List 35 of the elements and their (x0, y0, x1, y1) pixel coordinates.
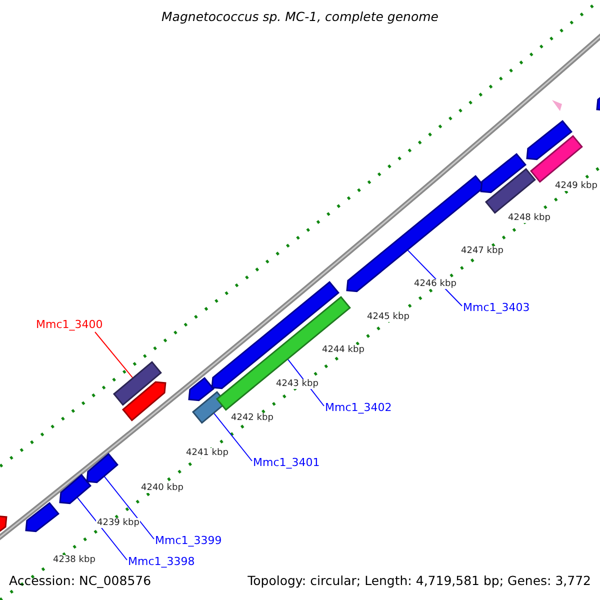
gene-block (25, 502, 60, 532)
leader-line (103, 475, 154, 540)
gene-block (86, 452, 118, 483)
scale-label: 4240 kbp (140, 483, 184, 493)
footer-text: Accession: NC_008576 (9, 573, 152, 588)
scale-label: 4242 kbp (230, 413, 274, 423)
scale-label: 4243 kbp (275, 379, 320, 389)
scale-label: 4244 kbp (321, 345, 366, 355)
gene-block (530, 134, 582, 182)
scale-label: 4247 kbp (460, 246, 504, 256)
scale-label: 4249 kbp (554, 181, 598, 191)
gene-block (480, 152, 526, 193)
gene-label: Mmc1_3401 (253, 456, 320, 469)
scale-label: 4246 kbp (413, 279, 458, 289)
gene-block (122, 381, 166, 422)
gene-label: Mmc1_3403 (463, 301, 530, 314)
gene-label: Mmc1_3402 (325, 401, 392, 414)
title: Magnetococcus sp. MC-1, complete genome (160, 9, 440, 24)
leader-line (76, 496, 128, 560)
scale-label: 4241 kbp (185, 448, 230, 458)
gene-block (188, 376, 214, 401)
scale-label: 4248 kbp (507, 213, 552, 223)
scale-label: 4238 kbp (52, 555, 96, 565)
scale-label: 4245 kbp (366, 312, 410, 322)
gene-block (484, 168, 536, 214)
gene-label: Mmc1_3400 (36, 318, 103, 331)
leader-line (212, 412, 252, 462)
footer-text: Topology: circular; Length: 4,719,581 bp; Genes: 3,772 (248, 573, 591, 588)
leader-line (94, 332, 134, 378)
gene-block (59, 474, 92, 504)
gene-label: Mmc1_3399 (155, 534, 222, 547)
gene-label: Mmc1_3398 (128, 555, 195, 568)
gene-block (112, 360, 162, 406)
gene-block (526, 120, 572, 160)
scale-label: 4239 kbp (96, 518, 140, 528)
